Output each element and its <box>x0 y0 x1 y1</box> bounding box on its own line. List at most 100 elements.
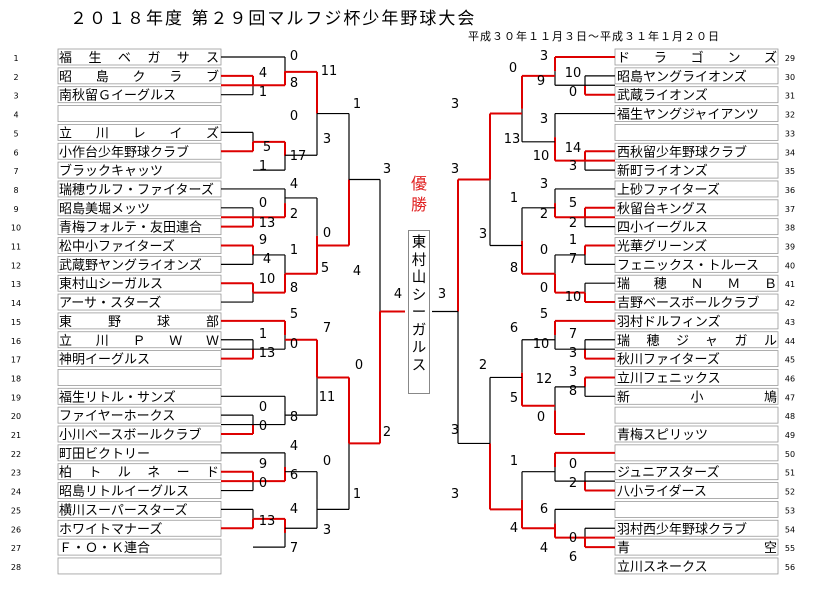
score-label: 4 <box>353 264 361 279</box>
score-label: 9 <box>259 457 267 472</box>
score-label: 13 <box>259 216 276 231</box>
team-slot <box>57 48 222 66</box>
score-label: 17 <box>290 149 307 164</box>
team-name: 昭島リトルイーグルス <box>59 485 189 500</box>
team-seed-number: 16 <box>11 337 21 346</box>
score-label: 1 <box>510 454 518 469</box>
champion-team: 東村山シーガルス <box>411 235 427 374</box>
team-name: 羽村西少年野球クラブ <box>617 521 747 537</box>
team-slot <box>614 557 779 575</box>
score-label: 0 <box>569 531 577 546</box>
team-seed-number: 7 <box>13 167 18 176</box>
team-name: 町田ビクトリー <box>59 447 150 462</box>
team-seed-number: 28 <box>11 563 21 572</box>
team-slot <box>614 124 779 141</box>
team-seed-number: 18 <box>11 374 21 383</box>
team-name: 福生リトル・サンズ <box>59 389 176 405</box>
team-seed-number: 10 <box>11 224 21 233</box>
team-name: ブラックキャッツ <box>59 163 163 179</box>
score-label: 1 <box>259 85 267 100</box>
score-label: 6 <box>569 550 577 565</box>
score-label: 1 <box>259 327 267 342</box>
score-label: 2 <box>569 216 577 231</box>
score-label: 0 <box>540 281 548 296</box>
team-name: 松中小ファイターズ <box>59 239 175 255</box>
score-label: 0 <box>259 476 267 491</box>
score-label: 0 <box>290 49 298 64</box>
team-seed-number: 1 <box>13 54 18 63</box>
team-slot <box>57 369 222 386</box>
team-name: 小作台少年野球クラブ <box>59 144 189 160</box>
score-label: 7 <box>569 327 577 342</box>
team-seed-number: 34 <box>785 148 795 157</box>
score-label: 13 <box>259 514 276 529</box>
team-seed-number: 49 <box>785 431 795 440</box>
team-seed-number: 54 <box>785 525 795 534</box>
team-seed-number: 39 <box>785 243 795 252</box>
team-name: 青梅フォルテ・友田連合 <box>59 220 202 236</box>
score-label: 1 <box>569 233 577 248</box>
team-seed-number: 17 <box>11 356 21 365</box>
team-name: 立川スネークス <box>617 560 708 575</box>
score-label: 0 <box>540 243 548 258</box>
team-name: 東村山シーガルス <box>59 276 163 292</box>
team-slot <box>614 444 779 462</box>
team-seed-number: 50 <box>785 450 795 459</box>
score-label: 3 <box>569 159 577 174</box>
team-name: 瑞穂ウルフ・ファイターズ <box>59 182 214 198</box>
team-seed-number: 25 <box>11 506 21 515</box>
team-slot <box>57 557 222 575</box>
team-seed-number: 6 <box>13 148 18 157</box>
score-label: 5 <box>321 261 329 276</box>
champion-box <box>408 230 430 394</box>
team-name: 吉野ベースボールクラブ <box>617 295 759 311</box>
team-name: 八小ライダース <box>617 485 707 500</box>
team-seed-number: 12 <box>11 261 21 270</box>
team-seed-number: 48 <box>785 412 795 421</box>
team-seed-number: 56 <box>785 563 795 572</box>
team-slot <box>614 331 779 349</box>
team-seed-number: 27 <box>11 544 21 553</box>
team-seed-number: 35 <box>785 167 795 176</box>
team-seed-number: 22 <box>11 450 21 459</box>
score-label: 0 <box>569 85 577 100</box>
team-name: 四小イーグルス <box>617 221 708 236</box>
team-seed-number: 20 <box>11 412 21 421</box>
score-label: 3 <box>438 287 446 302</box>
team-seed-number: 15 <box>11 318 21 327</box>
team-name: ドラゴンズ <box>617 50 777 66</box>
team-seed-number: 9 <box>13 205 18 214</box>
score-label: 1 <box>510 191 518 206</box>
team-name: 福生ヤングジャイアンツ <box>617 108 759 123</box>
team-seed-number: 33 <box>785 129 795 138</box>
team-slot <box>57 463 222 481</box>
team-seed-number: 13 <box>11 280 21 289</box>
team-name: 昭島美堀メッツ <box>59 202 150 217</box>
score-label: 13 <box>504 132 521 147</box>
score-label: 5 <box>569 196 577 211</box>
team-seed-number: 29 <box>785 54 795 63</box>
team-seed-number: 24 <box>11 488 21 497</box>
team-seed-number: 55 <box>785 544 795 553</box>
team-seed-number: 8 <box>13 186 18 195</box>
score-label: 11 <box>319 390 336 405</box>
score-label: 4 <box>263 252 271 267</box>
tournament-title: ２０１８年度 第２９回マルフジ杯少年野球大会 <box>70 9 477 29</box>
team-slot <box>57 105 222 122</box>
team-seed-number: 45 <box>785 356 795 365</box>
score-label: 2 <box>383 425 391 440</box>
team-seed-number: 3 <box>13 92 18 101</box>
team-seed-number: 52 <box>785 488 795 497</box>
team-name: Ｆ・Ｏ・Ｋ連合 <box>59 541 150 556</box>
team-name: 西秋留少年野球クラブ <box>617 144 747 160</box>
score-label: 9 <box>259 233 267 248</box>
score-label: 14 <box>565 141 582 156</box>
team-name: ファイヤーホークス <box>59 409 175 424</box>
score-label: 3 <box>451 162 459 177</box>
score-label: 11 <box>321 64 338 79</box>
team-name: 新小鳩 <box>617 389 777 405</box>
score-label: 3 <box>540 177 548 192</box>
team-seed-number: 53 <box>785 506 795 515</box>
score-label: 8 <box>290 410 298 425</box>
